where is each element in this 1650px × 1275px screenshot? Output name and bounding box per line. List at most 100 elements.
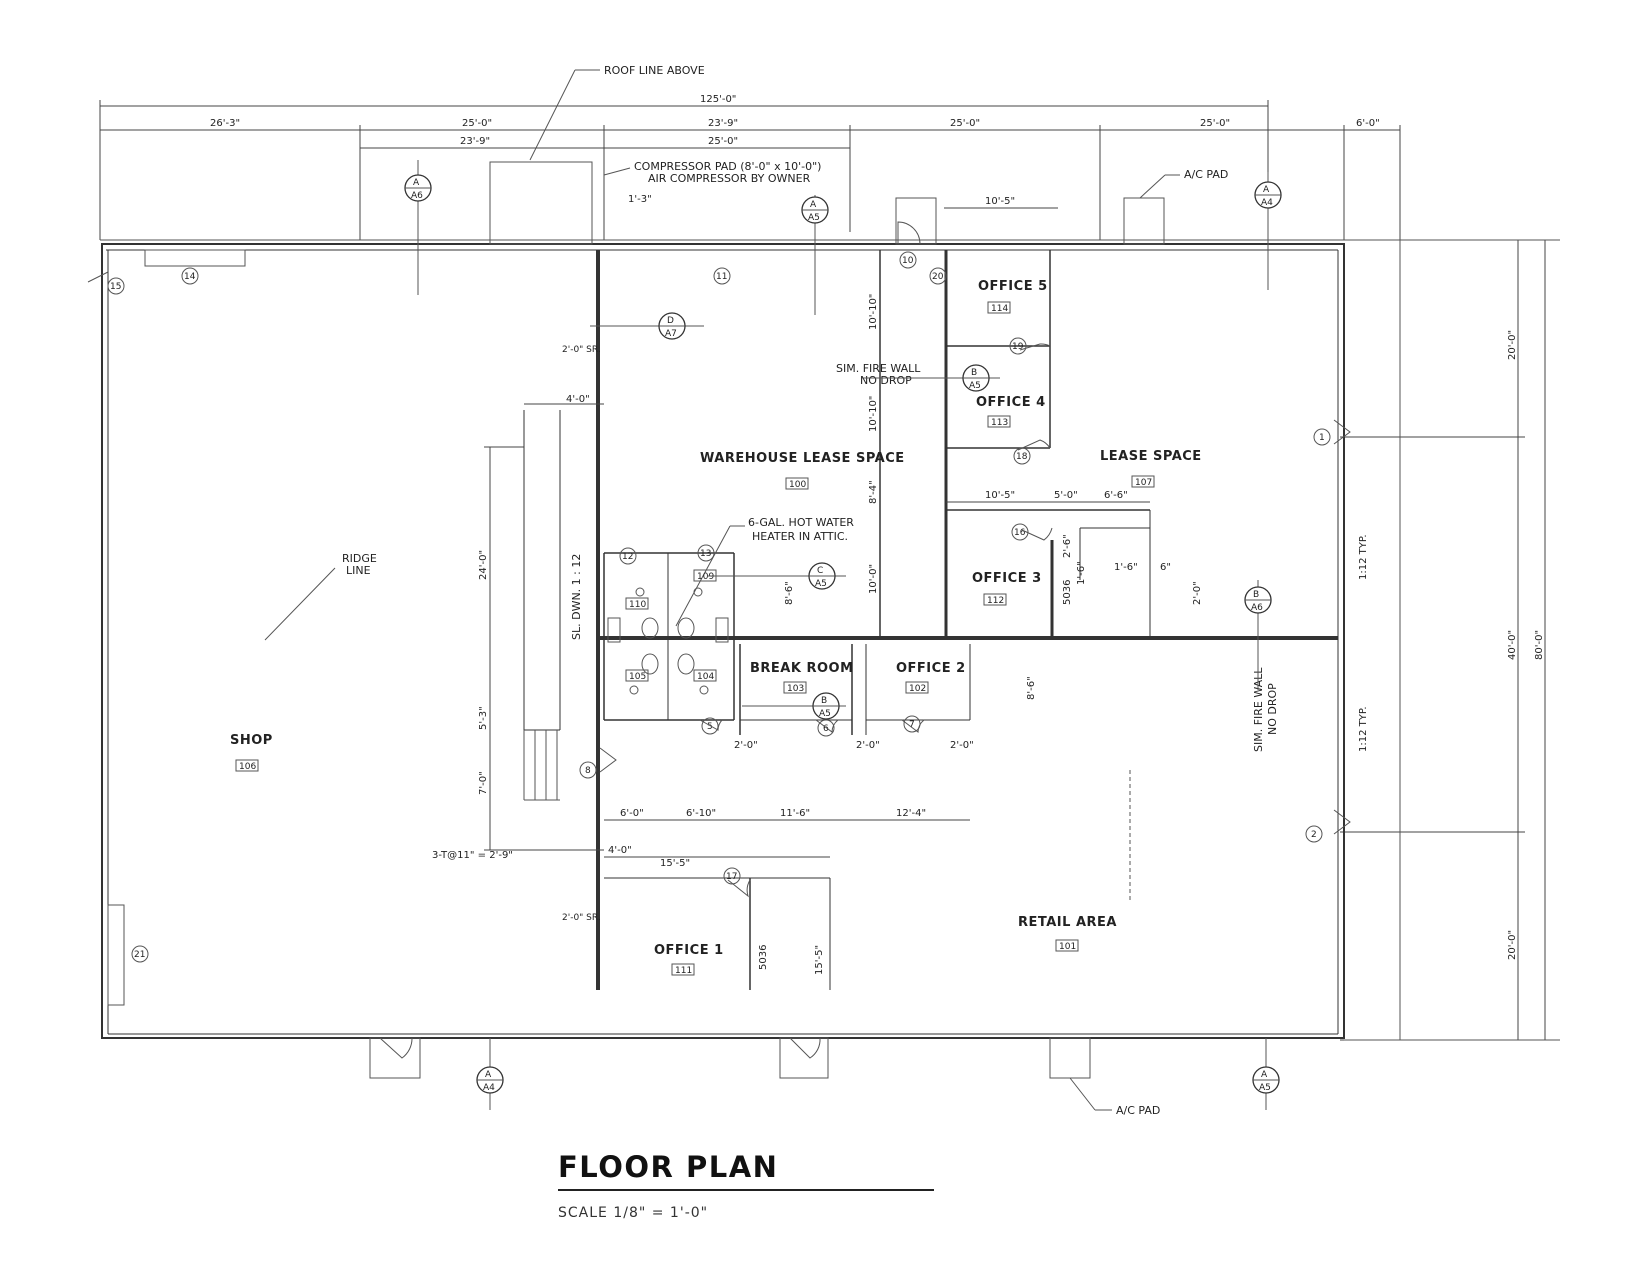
dim-bottom-4: 12'-4" xyxy=(896,808,926,819)
room-retail-area: RETAIL AREA 101 xyxy=(1018,915,1116,952)
section-marker: A A4 xyxy=(1254,172,1282,290)
compressor-pad xyxy=(489,161,593,245)
door-swings xyxy=(87,221,1351,1059)
accessible-icon xyxy=(635,587,645,597)
accessible-icon xyxy=(699,685,709,695)
dim-office3-small-c: 1'-6" xyxy=(1114,562,1138,573)
toilet-icon xyxy=(677,617,695,639)
room-label: OFFICE 5 xyxy=(978,279,1048,294)
svg-text:15: 15 xyxy=(110,282,121,292)
dim-corridor-2: 10'-10" xyxy=(868,396,879,432)
section-marker: B A5 xyxy=(862,364,1000,392)
note-fire-wall-2b: NO DROP xyxy=(1266,683,1279,735)
room-number: 114 xyxy=(991,304,1008,314)
section-markers: A A6 A A5 A A4 D A7 B xyxy=(404,160,1282,1110)
room-office-5: OFFICE 5 114 xyxy=(978,279,1048,314)
svg-text:7: 7 xyxy=(909,720,915,730)
svg-text:A: A xyxy=(413,178,420,188)
dim-office1-width: 15'-5" xyxy=(660,858,690,869)
door-tag: 11 xyxy=(713,267,731,285)
door-tag: 17 xyxy=(723,867,741,885)
dim-top-2: 25'-0" xyxy=(462,118,492,129)
dim-office3-small-a: 2'-6" xyxy=(1062,534,1073,558)
svg-text:11: 11 xyxy=(716,272,727,282)
interior-walls xyxy=(523,250,1338,990)
room-number: 100 xyxy=(789,480,806,490)
door-tag: 21 xyxy=(131,945,149,963)
dim-right-20-bottom: 20'-0" xyxy=(1507,930,1518,960)
dim-top-6: 6'-0" xyxy=(1356,118,1380,129)
svg-text:A5: A5 xyxy=(819,709,831,719)
svg-text:A5: A5 xyxy=(1259,1083,1271,1093)
title-block: FLOOR PLAN SCALE 1/8" = 1'-0" xyxy=(558,1150,934,1221)
toilet-icon xyxy=(677,653,695,675)
svg-text:6: 6 xyxy=(823,724,829,734)
dim-top-row2-2: 25'-0" xyxy=(708,136,738,147)
svg-text:B: B xyxy=(971,368,977,378)
svg-text:16: 16 xyxy=(1014,528,1026,538)
svg-text:17: 17 xyxy=(726,872,737,882)
section-marker: B A6 xyxy=(1244,580,1272,690)
window-5036-a: 5036 xyxy=(1062,580,1073,605)
dim-office-top: 10'-5" xyxy=(985,196,1015,207)
dim-ramp-53: 5'-3" xyxy=(478,706,489,730)
dim-compressor-offset: 1'-3" xyxy=(628,194,652,205)
section-marker: A A5 xyxy=(1252,1038,1280,1110)
door-tag: 12 xyxy=(619,547,637,565)
svg-text:12: 12 xyxy=(622,552,633,562)
room-number: 104 xyxy=(697,672,714,682)
dim-corridor-4: 10'-0" xyxy=(868,564,879,594)
accessible-icon xyxy=(693,587,703,597)
dim-bottom-2: 6'-10" xyxy=(686,808,716,819)
dim-door-offset-1: 2'-0" xyxy=(734,740,758,751)
dim-right-40: 40'-0" xyxy=(1507,630,1518,660)
room-number: 111 xyxy=(675,966,692,976)
room-office-2: OFFICE 2 102 xyxy=(896,661,965,694)
svg-text:A7: A7 xyxy=(665,329,677,339)
note-ac-pad-top: A/C PAD xyxy=(1184,168,1228,181)
section-marker: C A5 xyxy=(708,562,846,590)
section-marker: A A5 xyxy=(801,195,829,315)
exterior-door-pad-top xyxy=(895,197,937,245)
door-tag: 1 xyxy=(1313,428,1331,446)
section-marker: A A4 xyxy=(476,1038,504,1110)
dim-overall-width: 125'-0" xyxy=(700,94,736,105)
svg-text:10: 10 xyxy=(902,256,914,266)
room-number: 107 xyxy=(1135,478,1152,488)
svg-text:A: A xyxy=(810,200,817,210)
room-office-4: OFFICE 4 113 xyxy=(976,395,1046,428)
room-number: 103 xyxy=(787,684,804,694)
door-tag: 10 xyxy=(899,251,917,269)
svg-text:21: 21 xyxy=(134,950,145,960)
dim-top-4: 25'-0" xyxy=(950,118,980,129)
door-tag: 7 xyxy=(903,715,921,733)
door-tag: 16 xyxy=(1011,523,1029,541)
accessible-icon xyxy=(629,685,639,695)
dim-bottom-1: 6'-0" xyxy=(620,808,644,819)
section-marker: D A7 xyxy=(590,312,704,340)
svg-text:13: 13 xyxy=(700,549,711,559)
note-water-heater-1: 6-GAL. HOT WATER xyxy=(748,516,854,529)
leader-lines xyxy=(264,69,1180,1111)
note-air-compressor: AIR COMPRESSOR BY OWNER xyxy=(648,172,811,185)
room-label: OFFICE 4 xyxy=(976,395,1046,410)
svg-text:A: A xyxy=(1261,1070,1268,1080)
note-ac-pad-bottom: A/C PAD xyxy=(1116,1104,1160,1117)
room-label: WAREHOUSE LEASE SPACE xyxy=(700,451,905,466)
note-water-heater-2: HEATER IN ATTIC. xyxy=(752,530,848,543)
dim-retail-depth: 8'-6" xyxy=(1026,676,1037,700)
dim-corridor-1: 10'-10" xyxy=(868,294,879,330)
svg-text:A6: A6 xyxy=(1251,603,1263,613)
ac-pad-bottom xyxy=(1049,1037,1091,1079)
svg-text:A6: A6 xyxy=(411,191,423,201)
sink-icon xyxy=(607,617,621,643)
room-lease-space: LEASE SPACE 107 xyxy=(1100,449,1201,488)
svg-text:A5: A5 xyxy=(969,381,981,391)
svg-text:18: 18 xyxy=(1016,452,1028,462)
typ-ramp-1: 1:12 TYP. xyxy=(1358,534,1369,580)
dim-right-80: 80'-0" xyxy=(1534,630,1545,660)
exterior-door-pad-middle xyxy=(779,1037,829,1079)
svg-text:A4: A4 xyxy=(483,1083,495,1093)
svg-text:2: 2 xyxy=(1311,830,1317,840)
